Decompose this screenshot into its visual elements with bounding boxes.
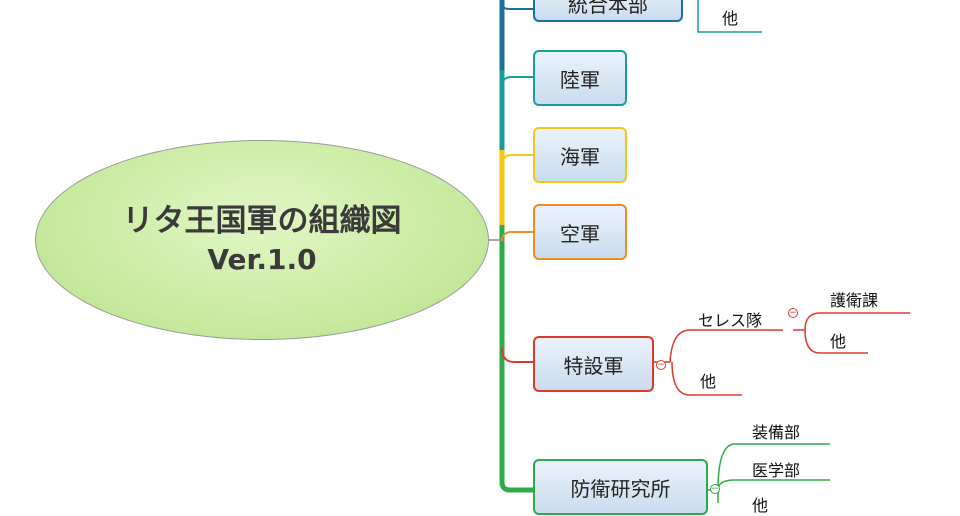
connector-navy — [501, 154, 533, 167]
connector-top — [501, 3, 533, 10]
connector-top-child — [697, 0, 762, 33]
collapse-icon: − — [657, 360, 665, 370]
branch-airforce-node[interactable]: 空軍 — [533, 204, 627, 260]
branch-army-label: 陸軍 — [560, 67, 600, 92]
celes-unit[interactable]: セレス隊 — [698, 307, 762, 331]
branch-special-node[interactable]: 特設軍 — [533, 336, 654, 392]
medical-dept-label: 医学部 — [752, 461, 801, 480]
trunk-research — [499, 300, 533, 493]
connector-special-sub — [654, 329, 783, 396]
celes-other[interactable]: 他 — [830, 328, 846, 352]
branch-special-label: 特設軍 — [563, 353, 624, 378]
connector-airforce — [501, 231, 533, 242]
escort-section[interactable]: 護衛課 — [830, 287, 878, 311]
branch-army-node[interactable]: 陸軍 — [533, 50, 627, 106]
research-other[interactable]: 他 — [752, 492, 768, 516]
research-other-label: 他 — [752, 496, 769, 515]
celes-other-label: 他 — [830, 332, 847, 351]
branch-research-label: 防衛研究所 — [570, 476, 671, 501]
root-title: リタ王国軍の組織図 — [122, 203, 402, 239]
special-other[interactable]: 他 — [700, 368, 716, 392]
branch-top-label: 統合本部 — [568, 0, 648, 17]
connector-special — [501, 347, 533, 363]
escort-section-label: 護衛課 — [830, 291, 879, 310]
root-node[interactable]: リタ王国軍の組織図 Ver.1.0 — [35, 140, 489, 340]
equipment-dept-label: 装備部 — [752, 423, 801, 442]
equipment-dept[interactable]: 装備部 — [752, 419, 800, 443]
research-collapse-toggle[interactable]: − — [710, 484, 720, 494]
connector-celes-sub — [793, 312, 910, 354]
top-child[interactable]: 他 — [722, 5, 738, 29]
celes-collapse-toggle[interactable]: − — [788, 308, 798, 318]
branch-navy-label: 海軍 — [560, 144, 600, 169]
medical-dept[interactable]: 医学部 — [752, 457, 800, 481]
branch-top-node[interactable]: 統合本部 — [533, 0, 683, 22]
branch-research-node[interactable]: 防衛研究所 — [533, 459, 708, 515]
branch-navy-node[interactable]: 海軍 — [533, 127, 627, 183]
branch-airforce-label: 空軍 — [560, 221, 600, 246]
celes-unit-label: セレス隊 — [698, 311, 763, 330]
connector-canvas — [487, 0, 910, 503]
special-collapse-toggle[interactable]: − — [656, 360, 666, 370]
top-child-label: 他 — [722, 9, 739, 28]
connector-army — [501, 76, 533, 87]
collapse-icon: − — [711, 484, 719, 494]
special-other-label: 他 — [700, 372, 717, 391]
collapse-icon: − — [789, 308, 797, 318]
root-version: Ver.1.0 — [207, 243, 317, 276]
